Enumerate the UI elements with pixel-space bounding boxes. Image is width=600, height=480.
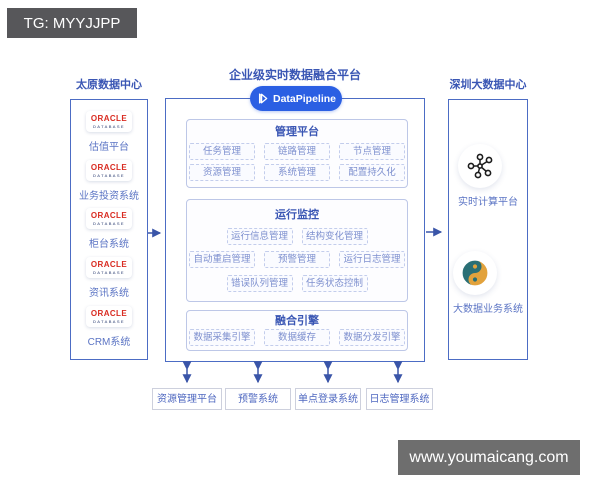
module-item: 结构变化管理 — [301, 227, 368, 245]
oracle-logo-subtext: DATABASE — [93, 221, 125, 227]
left-datacenter-title: 太原数据中心 — [76, 79, 142, 91]
module-item: 配置持久化 — [339, 163, 405, 181]
system-label: 柜台系统 — [89, 239, 129, 251]
oracle-logo-text: ORACLE — [90, 211, 128, 221]
platform-box: 管理平台任务管理链路管理节点管理资源管理系统管理配置持久化运行监控运行信息管理结… — [165, 98, 425, 362]
section-fusion-engine: 融合引擎数据采集引擎数据缓存数据分发引擎 — [186, 310, 408, 351]
oracle-logo-subtext: DATABASE — [93, 123, 125, 129]
oracle-logo-text: ORACLE — [90, 260, 128, 270]
module-row: 运行信息管理结构变化管理 — [187, 227, 407, 245]
module-item: 任务状态控制 — [301, 275, 368, 293]
oracle-logo-text: ORACLE — [90, 113, 128, 123]
module-item: 系统管理 — [264, 163, 330, 181]
target-system: 实时计算平台 — [458, 143, 518, 208]
oracle-logo-subtext: DATABASE — [93, 270, 125, 276]
module-item: 数据缓存 — [264, 329, 330, 346]
module-item: 数据采集引擎 — [189, 329, 255, 346]
system-label: 资讯系统 — [89, 288, 129, 300]
module-item: 数据分发引擎 — [339, 329, 405, 346]
right-datacenter-title: 深圳大数据中心 — [449, 79, 527, 91]
system-label: 实时计算平台 — [458, 196, 518, 208]
system-label: 估值平台 — [89, 141, 129, 153]
module-item: 链路管理 — [264, 142, 330, 160]
module-row: 错误队列管理任务状态控制 — [187, 275, 407, 293]
taiji-icon — [453, 251, 497, 296]
target-system: 大数据业务系统 — [453, 251, 523, 315]
cluster-icon — [458, 143, 502, 188]
oracle-logo-text: ORACLE — [90, 162, 128, 172]
brand-label: DataPipeline — [272, 92, 337, 105]
section-monitoring: 运行监控运行信息管理结构变化管理自动重启管理预警管理运行日志管理错误队列管理任务… — [186, 199, 408, 302]
module-item: 任务管理 — [189, 142, 255, 160]
platform-title: 企业级实时数据融合平台 — [228, 68, 361, 82]
module-row: 自动重启管理预警管理运行日志管理 — [187, 251, 407, 269]
system-label: 大数据业务系统 — [453, 304, 523, 316]
module-item: 运行信息管理 — [226, 227, 293, 245]
module-item: 错误队列管理 — [226, 275, 293, 293]
datapipeline-logo-icon — [256, 92, 269, 105]
oracle-logo-subtext: DATABASE — [93, 319, 125, 325]
module-item: 资源管理 — [189, 163, 255, 181]
module-row: 资源管理系统管理配置持久化 — [187, 163, 407, 181]
right-datacenter-box: 实时计算平台 大数据业务系统 — [448, 99, 528, 360]
module-row: 数据采集引擎数据缓存数据分发引擎 — [187, 329, 407, 346]
support-system-box: 资源管理平台 — [152, 388, 222, 410]
telegram-watermark: TG: MYYJJPP — [7, 8, 137, 38]
section-title: 管理平台 — [275, 126, 319, 139]
section-management: 管理平台任务管理链路管理节点管理资源管理系统管理配置持久化 — [186, 119, 408, 188]
website-watermark: www.youmaicang.com — [398, 440, 580, 475]
system-label: 业务投资系统 — [79, 190, 139, 202]
module-item: 运行日志管理 — [339, 251, 405, 269]
datapipeline-brand-pill: DataPipeline — [250, 86, 342, 111]
system-label: CRM系统 — [87, 337, 131, 349]
oracle-logo-text: ORACLE — [90, 309, 128, 319]
section-title: 运行监控 — [275, 208, 319, 221]
module-item: 自动重启管理 — [189, 251, 255, 269]
module-item: 预警管理 — [264, 251, 330, 269]
module-row: 任务管理链路管理节点管理 — [187, 142, 407, 160]
oracle-logo-subtext: DATABASE — [93, 172, 125, 178]
support-system-box: 日志管理系统 — [366, 388, 433, 410]
support-system-box: 单点登录系统 — [295, 388, 361, 410]
section-title: 融合引擎 — [275, 315, 319, 327]
support-system-box: 预警系统 — [225, 388, 291, 410]
module-item: 节点管理 — [339, 142, 405, 160]
